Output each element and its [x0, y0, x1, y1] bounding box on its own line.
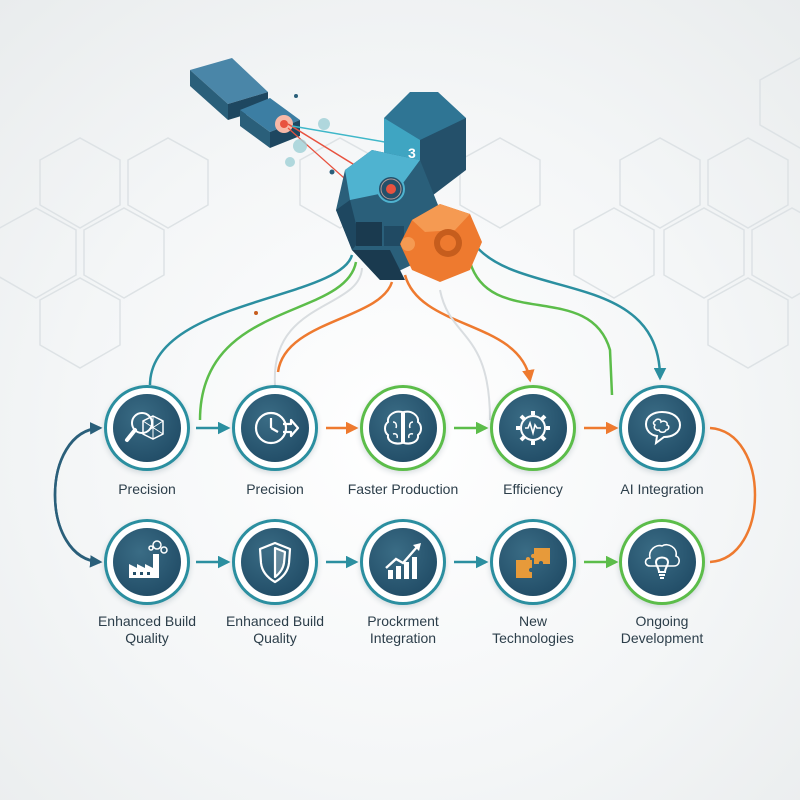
magnifier-lattice-icon — [125, 412, 164, 442]
node-new-technologies[interactable] — [490, 519, 576, 605]
laser-arm — [190, 58, 300, 148]
label-precision-2: Precision — [246, 481, 304, 497]
brain-chat-icon — [644, 410, 682, 446]
row-connectors — [53, 421, 757, 569]
brain-icon — [384, 410, 422, 445]
label-enhanced-build-quality-2: Enhanced Build Quality — [225, 613, 325, 646]
label-prockrment-integration: Prockrment Integration — [367, 613, 439, 646]
machine-badge: 3 — [408, 145, 416, 161]
node-ongoing-development[interactable] — [619, 519, 705, 605]
label-enhanced-build-quality-1: Enhanced Build Quality — [97, 613, 197, 646]
node-faster-production[interactable] — [360, 385, 446, 471]
node-precision-2[interactable] — [232, 385, 318, 471]
factory-icon — [129, 540, 168, 578]
label-new-technologies: New Technologies — [492, 613, 574, 646]
node-enhanced-build-quality-2[interactable] — [232, 519, 318, 605]
puzzle-icon — [516, 548, 550, 578]
node-efficiency[interactable] — [490, 385, 576, 471]
label-efficiency: Efficiency — [503, 481, 563, 497]
shield-icon — [258, 541, 292, 584]
gear-waveform-icon — [516, 411, 550, 445]
node-prockrment-integration[interactable] — [360, 519, 446, 605]
growth-chart-icon — [385, 543, 421, 579]
label-ai-integration: AI Integration — [620, 481, 704, 497]
node-enhanced-build-quality-1[interactable] — [104, 519, 190, 605]
machine-illustration: 3 — [190, 58, 482, 315]
orange-nut — [400, 204, 482, 282]
clock-arrow-icon — [254, 411, 300, 445]
machine-connectors — [148, 244, 667, 421]
label-precision-1: Precision — [118, 481, 176, 497]
label-ongoing-development: Ongoing Development — [620, 613, 704, 646]
node-precision-1[interactable] — [104, 385, 190, 471]
node-ai-integration[interactable] — [619, 385, 705, 471]
lightbulb-icon — [644, 543, 680, 579]
label-faster-production: Faster Production — [347, 481, 459, 497]
